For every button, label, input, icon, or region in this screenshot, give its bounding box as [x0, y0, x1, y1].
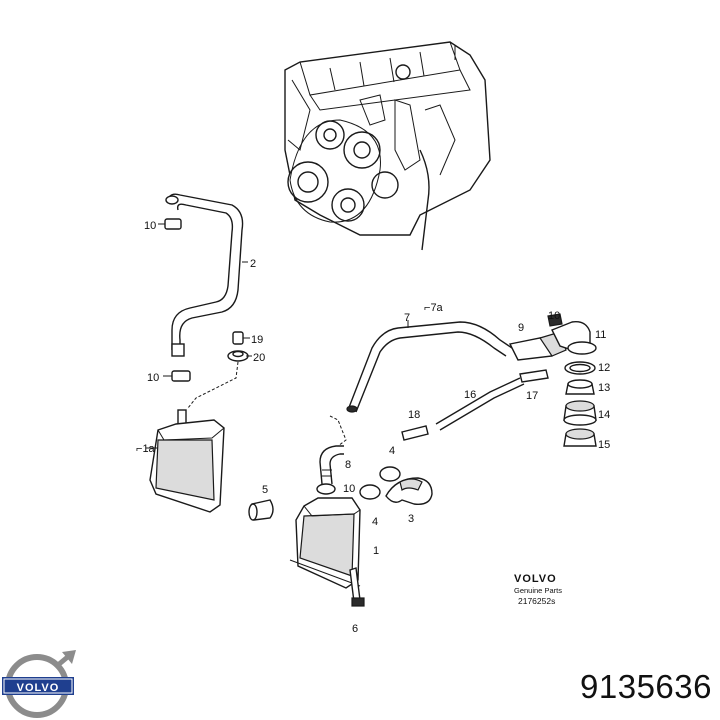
callout-17: 17: [526, 390, 538, 402]
callout-10: 10: [343, 483, 355, 495]
callout-12: 12: [598, 362, 610, 374]
right-hose-assembly: [248, 313, 597, 607]
stamp-brand: VOLVO: [514, 573, 557, 585]
callout-1a: ⌐1a: [136, 443, 156, 455]
part-number: 9135636: [580, 668, 712, 705]
callout-10: 10: [144, 220, 156, 232]
callout-5: 5: [262, 484, 268, 496]
callout-10: 10: [548, 310, 560, 322]
callout-2: 2: [250, 258, 256, 270]
callout-4: 4: [389, 445, 395, 457]
callout-7: 7: [404, 312, 410, 324]
callout-1: 1: [373, 545, 379, 557]
callout-8: 8: [345, 459, 351, 471]
callout-13: 13: [598, 382, 610, 394]
callout-18: 18: [408, 409, 420, 421]
volvo-logo: VOLVO: [2, 650, 76, 718]
engine-illustration: [284, 41, 491, 251]
logo-wordmark: VOLVO: [17, 682, 60, 694]
callout-14: 14: [598, 409, 610, 421]
callout-20: 20: [253, 352, 265, 364]
stamp-code: 2176252s: [518, 596, 555, 606]
callout-3: 3: [408, 513, 414, 525]
callout-15: 15: [598, 439, 610, 451]
callout-16: 16: [464, 389, 476, 401]
callout-4: 4: [372, 516, 378, 528]
stamp-genuine-parts: Genuine Parts: [514, 586, 562, 595]
callout-19: 19: [251, 334, 263, 346]
callout-6: 6: [352, 623, 358, 635]
callout-11: 11: [595, 329, 606, 341]
callout-labels: 10 2 19 20 10 ⌐1a ⌐7a 7 9 10 11 12 13 14…: [136, 220, 610, 635]
callout-9: 9: [518, 322, 524, 334]
left-hose-assembly: [146, 193, 252, 513]
callout-7a: ⌐7a: [424, 302, 444, 314]
genuine-parts-stamp: VOLVO Genuine Parts 2176252s: [514, 573, 562, 606]
callout-10: 10: [147, 372, 159, 384]
